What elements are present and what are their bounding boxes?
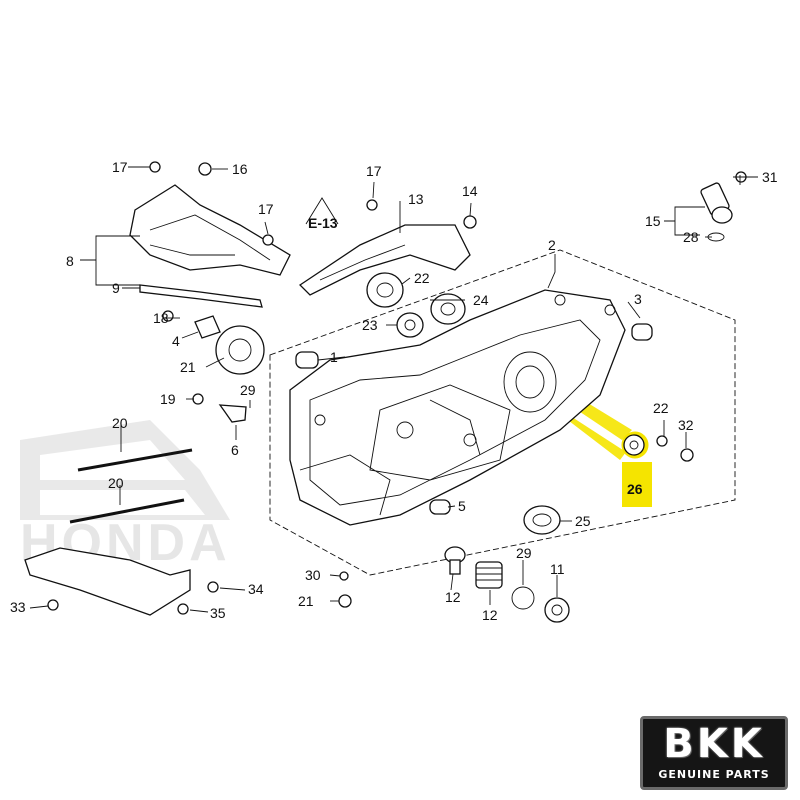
callout-23: 21 xyxy=(180,359,196,375)
seal-27 xyxy=(523,505,561,535)
reference-code: E-13 xyxy=(308,215,338,231)
spring-12 xyxy=(475,561,503,589)
oring-29 xyxy=(511,586,535,610)
callout-34: 32 xyxy=(678,417,694,433)
callout-35: 34 xyxy=(248,581,264,597)
callout-32: 30 xyxy=(305,567,321,583)
callout-17: 17 xyxy=(258,201,274,217)
callout-3: 3 xyxy=(634,291,642,307)
dowel-3 xyxy=(631,323,653,341)
callout-14: 14 xyxy=(462,183,478,199)
crankcase xyxy=(289,289,626,526)
callout-13: 13 xyxy=(408,191,424,207)
callout-8: 9 xyxy=(112,280,120,296)
bracket xyxy=(298,224,471,296)
callout-35: 33 xyxy=(10,599,26,615)
callout-21: 21 xyxy=(298,593,314,609)
seal-strip xyxy=(139,284,263,308)
stud-bolt-20-upper xyxy=(77,448,193,472)
callout-5: 4 xyxy=(172,333,180,349)
clamp-5 xyxy=(194,315,221,339)
callout-16: 16 xyxy=(232,161,248,177)
oil-seal-28 xyxy=(623,434,645,456)
callout-18: 18 xyxy=(153,310,169,326)
callout-labels: 17 16 17 17 14 31 15 28 13 8 9 2 22 24 2… xyxy=(10,159,778,623)
badge-brand-name: BKK xyxy=(663,721,765,767)
honda-wing-watermark: HONDA xyxy=(20,420,230,572)
callout-10: 11 xyxy=(550,561,565,577)
leader-lines xyxy=(29,166,758,613)
callout-20: 20 xyxy=(112,415,128,431)
bearing-24 xyxy=(366,272,404,308)
callout-6: 8 xyxy=(66,253,74,269)
bkk-logo-badge: BKK GENUINE PARTS xyxy=(640,716,788,790)
callout-30: 28 xyxy=(683,229,699,245)
cap-10 xyxy=(544,597,570,623)
callout-24: 22 xyxy=(414,270,430,286)
callout-2: 2 xyxy=(548,237,556,253)
callout-33: 31 xyxy=(762,169,778,185)
under-cover xyxy=(24,547,191,616)
callout-19: 19 xyxy=(160,391,176,407)
callout-17: 17 xyxy=(366,163,382,179)
bearing-26 xyxy=(430,293,466,325)
sensor-15 xyxy=(700,182,733,224)
dowel-1 xyxy=(295,351,319,369)
callout-25: 23 xyxy=(362,317,378,333)
bearing-23 xyxy=(215,325,265,375)
callout-11: 12 xyxy=(445,589,461,605)
callout-4: 5 xyxy=(458,498,466,514)
callout-20: 20 xyxy=(108,475,124,491)
callout-12: 12 xyxy=(482,607,498,623)
callout-29: 29 xyxy=(516,545,532,561)
badge-subtitle: GENUINE PARTS xyxy=(658,768,770,781)
stud-bolt-20-lower xyxy=(69,498,185,524)
callout-22: 22 xyxy=(653,400,669,416)
callout-31: 29 xyxy=(240,382,256,398)
bracket-9 xyxy=(218,404,247,423)
plug-11 xyxy=(444,546,466,575)
callout-17: 17 xyxy=(112,159,128,175)
callout-27: 25 xyxy=(575,513,591,529)
callout-1: 1 xyxy=(330,349,338,365)
callout-35: 35 xyxy=(210,605,226,621)
callout-28-highlighted: 26 xyxy=(627,481,643,497)
seal-25 xyxy=(396,312,424,338)
air-duct-cover xyxy=(129,184,291,276)
callout-26: 24 xyxy=(473,292,489,308)
callout-15: 15 xyxy=(645,213,661,229)
bolt-hardware xyxy=(47,161,747,615)
callout-9: 6 xyxy=(231,442,239,458)
dowel-4 xyxy=(429,499,451,515)
crankcase-boundary xyxy=(269,249,736,576)
